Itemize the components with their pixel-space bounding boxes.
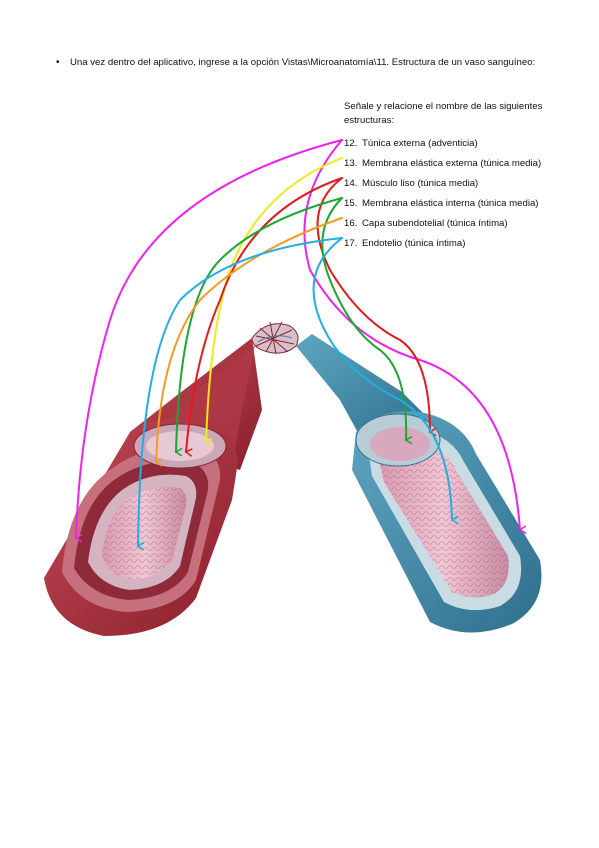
structure-number: 13. — [344, 158, 358, 169]
structure-item-15: 15. Membrana elástica interna (túnica med… — [344, 194, 541, 214]
structure-list: 12. Túnica externa (adventicia) 13. Membra… — [344, 134, 541, 254]
structure-item-12: 12. Túnica externa (adventicia) — [344, 134, 541, 154]
structure-name: Endotelio (túnica íntima) — [362, 238, 466, 249]
arrow-12-vein — [303, 139, 527, 534]
bullet-text: Una vez dentro del aplicativo, ingrese a… — [70, 57, 536, 68]
bullet-marker: • — [56, 57, 60, 68]
structure-number: 16. — [344, 218, 358, 229]
arrow-15-artery — [174, 197, 343, 457]
structure-name: Túnica externa (adventicia) — [362, 138, 478, 149]
structure-item-14: 14. Músculo liso (túnica media) — [344, 174, 541, 194]
bullet-item: • Una vez dentro del aplicativo, ingrese… — [56, 56, 536, 70]
structure-number: 12. — [344, 138, 358, 149]
pointer-arrows — [74, 139, 527, 551]
structure-name: Membrana elástica interna (túnica media) — [362, 198, 539, 209]
structure-item-17: 17. Endotelio (túnica íntima) — [344, 234, 541, 254]
capillary-network — [251, 321, 299, 355]
arrow-15-vein — [321, 197, 413, 445]
structure-name: Músculo liso (túnica media) — [362, 178, 479, 189]
arrow-14-artery — [184, 177, 343, 457]
instruction-text: Señale y relacione el nombre de las sigu… — [344, 101, 543, 126]
artery — [44, 338, 262, 636]
arrow-13-artery — [204, 157, 343, 447]
arrow-12-artery — [74, 139, 343, 543]
structure-number: 14. — [344, 178, 358, 189]
arrow-17-vein — [312, 237, 459, 525]
structure-name: Membrana elástica externa (túnica media) — [362, 158, 542, 169]
structure-name: Capa subendotelial (túnica íntima) — [362, 218, 508, 229]
arrow-17-artery — [136, 237, 343, 551]
vein — [296, 334, 542, 633]
structure-item-13: 13. Membrana elástica externa (túnica med… — [344, 154, 541, 174]
structure-number: 17. — [344, 238, 358, 249]
arrow-14-vein — [316, 177, 437, 437]
arrow-16-artery — [154, 217, 343, 467]
structure-item-16: 16. Capa subendotelial (túnica íntima) — [344, 214, 541, 234]
structure-number: 15. — [344, 198, 358, 209]
